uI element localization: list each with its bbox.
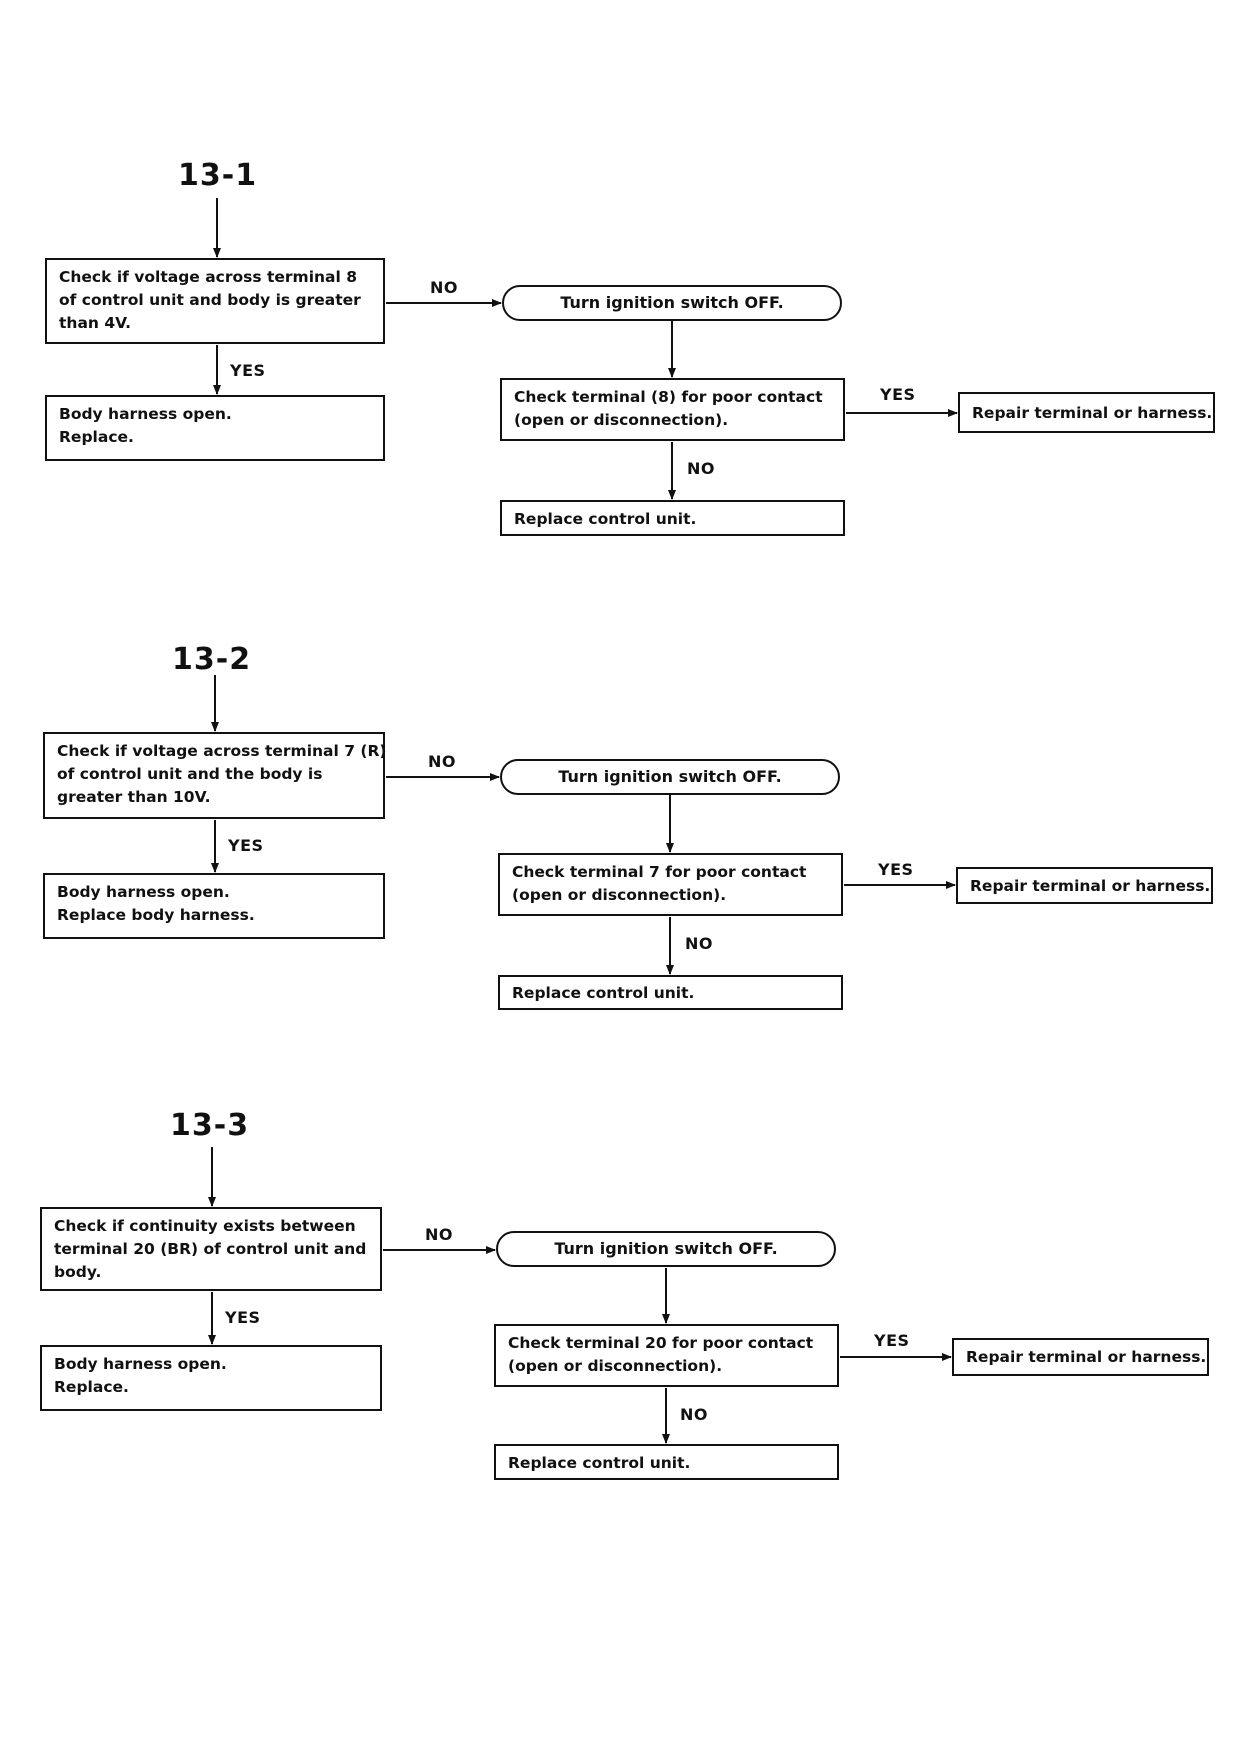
section-title: 13-2 xyxy=(172,642,252,677)
terminal-no-label: NO xyxy=(687,459,715,478)
box-line: of control unit and the body is xyxy=(57,765,323,783)
no-label: NO xyxy=(425,1225,453,1244)
yes-result-box: Body harness open. Replace. xyxy=(40,1345,382,1411)
yes-result-box: Body harness open. Replace body harness. xyxy=(43,873,385,939)
yes-label: YES xyxy=(230,361,266,380)
check-continuity-box: Check if continuity exists between termi… xyxy=(40,1207,382,1291)
box-line: (open or disconnection). xyxy=(512,886,727,904)
replace-result-box: Replace control unit. xyxy=(498,975,843,1010)
box-line: Check terminal (8) for poor contact xyxy=(514,388,823,406)
box-line: Repair terminal or harness. xyxy=(966,1348,1207,1366)
turn-off-step: Turn ignition switch OFF. xyxy=(500,759,840,795)
box-line: terminal 20 (BR) of control unit and xyxy=(54,1240,367,1258)
terminal-yes-label: YES xyxy=(880,385,916,404)
box-line: Check if voltage across terminal 8 xyxy=(59,268,358,286)
terminal-no-label: NO xyxy=(685,934,713,953)
box-line: Replace control unit. xyxy=(512,984,695,1002)
box-line: Replace control unit. xyxy=(508,1454,691,1472)
turn-off-step: Turn ignition switch OFF. xyxy=(502,285,842,321)
yes-result-box: Body harness open. Replace. xyxy=(45,395,385,461)
box-line: Repair terminal or harness. xyxy=(972,404,1213,422)
repair-result-box: Repair terminal or harness. xyxy=(956,867,1213,904)
box-line: Check terminal 7 for poor contact xyxy=(512,863,807,881)
replace-result-box: Replace control unit. xyxy=(500,500,845,536)
repair-result-box: Repair terminal or harness. xyxy=(952,1338,1209,1376)
box-line: Check terminal 20 for poor contact xyxy=(508,1334,814,1352)
repair-result-box: Repair terminal or harness. xyxy=(958,392,1215,433)
box-line: Replace body harness. xyxy=(57,906,255,924)
terminal-no-label: NO xyxy=(680,1405,708,1424)
yes-label: YES xyxy=(225,1308,261,1327)
box-line: Replace. xyxy=(54,1378,129,1396)
section-title: 13-1 xyxy=(178,158,258,193)
box-line: Replace. xyxy=(59,428,134,446)
box-line: than 4V. xyxy=(59,314,132,332)
replace-result-box: Replace control unit. xyxy=(494,1444,839,1480)
box-line: of control unit and body is greater xyxy=(59,291,361,309)
turn-off-step: Turn ignition switch OFF. xyxy=(496,1231,836,1267)
terminal-yes-label: YES xyxy=(874,1331,910,1350)
check-voltage-box: Check if voltage across terminal 8 of co… xyxy=(45,258,385,344)
section-title: 13-3 xyxy=(170,1108,250,1143)
box-line: greater than 10V. xyxy=(57,788,211,806)
box-line: Body harness open. xyxy=(59,405,232,423)
box-line: Body harness open. xyxy=(57,883,230,901)
yes-label: YES xyxy=(228,836,264,855)
terminal-check-box: Check terminal 7 for poor contact (open … xyxy=(498,853,843,916)
no-label: NO xyxy=(428,752,456,771)
box-line: body. xyxy=(54,1263,102,1281)
no-label: NO xyxy=(430,278,458,297)
box-line: (open or disconnection). xyxy=(514,411,729,429)
box-line: (open or disconnection). xyxy=(508,1357,723,1375)
terminal-check-box: Check terminal (8) for poor contact (ope… xyxy=(500,378,845,441)
box-line: Check if voltage across terminal 7 (R) xyxy=(57,742,387,760)
box-line: Body harness open. xyxy=(54,1355,227,1373)
box-line: Check if continuity exists between xyxy=(54,1217,356,1235)
box-line: Replace control unit. xyxy=(514,510,697,528)
terminal-yes-label: YES xyxy=(878,860,914,879)
check-voltage-box: Check if voltage across terminal 7 (R) o… xyxy=(43,732,387,819)
terminal-check-box: Check terminal 20 for poor contact (open… xyxy=(494,1324,839,1387)
box-line: Repair terminal or harness. xyxy=(970,877,1211,895)
